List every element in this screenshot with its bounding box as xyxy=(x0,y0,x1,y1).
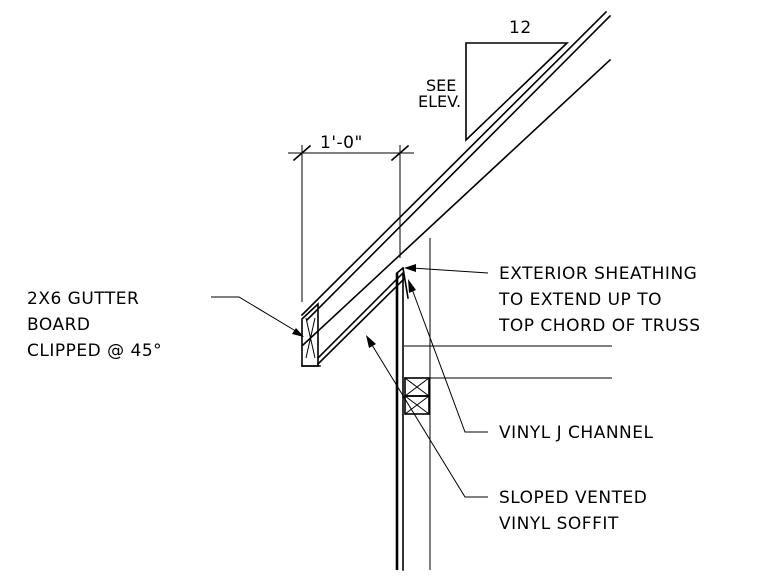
j-channel-leader xyxy=(408,279,488,433)
wall-section xyxy=(395,238,431,571)
roof-rafter xyxy=(300,10,612,347)
slope-note-line1: SEE xyxy=(426,76,456,95)
overhang-dimension xyxy=(288,144,414,302)
top-plate xyxy=(404,377,430,415)
gutter-board-leader xyxy=(211,296,304,337)
sheathing-label-line3: TOP CHORD OF TRUSS xyxy=(498,316,701,336)
gutter-board-label-line3: CLIPPED @ 45° xyxy=(27,341,162,361)
slope-run-label: 12 xyxy=(509,18,532,38)
overhang-dimension-label: 1'-0" xyxy=(320,133,363,153)
gutter-board-label-line1: 2X6 GUTTER xyxy=(27,289,139,309)
sheathing-leader xyxy=(404,264,489,274)
sheathing-label-line2: TO EXTEND UP TO xyxy=(498,290,662,310)
j-channel-label: VINYL J CHANNEL xyxy=(499,423,653,443)
ceiling-joist xyxy=(404,345,612,379)
gutter-board xyxy=(301,302,321,367)
slope-note-line2: ELEV. xyxy=(418,92,461,111)
slope-triangle xyxy=(465,42,569,142)
soffit-leader xyxy=(366,335,488,498)
soffit-label-line2: VINYL SOFFIT xyxy=(499,514,619,534)
soffit-label-line1: SLOPED VENTED xyxy=(499,488,647,508)
gutter-board-label-line2: BOARD xyxy=(27,315,90,335)
soffit-panel xyxy=(316,272,406,366)
sheathing-label-line1: EXTERIOR SHEATHING xyxy=(499,264,697,284)
